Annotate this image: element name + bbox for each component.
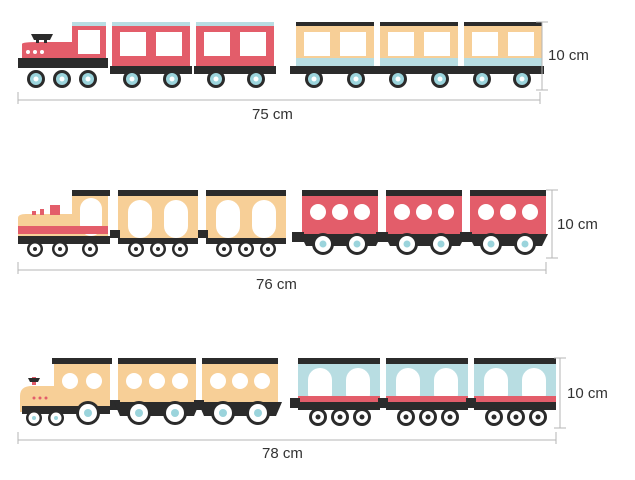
train-2-coach xyxy=(110,190,198,257)
train-1-locomotive xyxy=(18,22,108,88)
train-1-height-dimension-line xyxy=(536,21,548,91)
train-3-coach xyxy=(290,358,380,426)
train-3-height-label: 10 cm xyxy=(567,385,608,402)
train-1-height-label: 10 cm xyxy=(548,47,589,64)
train-2-width-dimension-line xyxy=(17,262,547,274)
train-2-height-label: 10 cm xyxy=(557,216,598,233)
train-2-coach xyxy=(292,190,382,255)
train-2-height-dimension-line xyxy=(546,189,558,259)
train-2-coach xyxy=(460,190,548,255)
train-3-coach xyxy=(378,358,468,426)
train-2-locomotive xyxy=(18,190,110,257)
train-3-width-label: 78 cm xyxy=(262,445,303,462)
train-3-coach xyxy=(194,358,282,425)
train-3-height-dimension-line xyxy=(554,357,566,429)
train-1-coach xyxy=(290,22,380,88)
train-2-coach xyxy=(198,190,286,257)
train-1-coach xyxy=(194,22,276,88)
train-1-coach xyxy=(374,22,464,88)
train-2 xyxy=(17,189,558,274)
train-1 xyxy=(17,21,548,104)
train-3 xyxy=(17,357,566,444)
train-2-width-label: 76 cm xyxy=(256,276,297,293)
train-3-width-dimension-line xyxy=(17,432,557,444)
train-1-width-label: 75 cm xyxy=(252,106,293,123)
train-3-locomotive xyxy=(20,358,112,426)
train-1-coach xyxy=(110,22,192,88)
train-2-coach xyxy=(376,190,466,255)
train-1-width-dimension-line xyxy=(17,92,541,104)
train-3-coach xyxy=(110,358,200,425)
train-1-coach xyxy=(458,22,544,88)
train-3-coach xyxy=(466,358,556,426)
